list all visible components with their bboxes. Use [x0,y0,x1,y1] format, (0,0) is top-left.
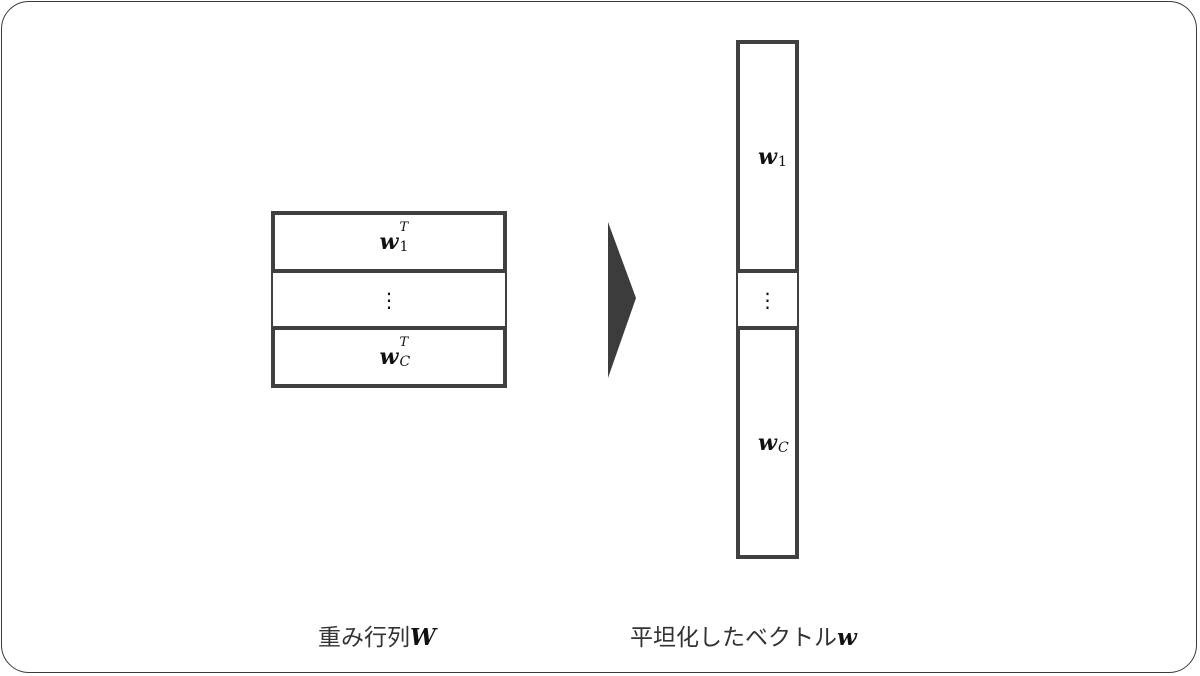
vector-top-symbol: w [758,143,777,170]
matrix-row-first-symbol: w [379,229,399,255]
arrow-right-icon [608,222,636,378]
vector-vdots: ⋮ [757,287,778,312]
matrix-caption-symbol: W [410,624,436,651]
matrix-caption-text: 重み行列 [318,625,410,651]
vector-bottom-sub: C [777,439,789,456]
matrix-caption: 重み行列W [318,618,436,652]
matrix-row-last-sup: T [399,335,409,350]
matrix-row-last-sub: C [399,354,411,370]
matrix-row-ellipsis: ⋮ [271,273,507,326]
matrix-row-first-sub: 1 [399,239,409,255]
vector-bottom-symbol: w [758,429,777,456]
vector-caption-text: 平坦化したベクトル [630,625,837,651]
matrix-row-last-symbol: w [379,344,399,370]
vector-top-sub: 1 [777,153,787,170]
matrix-vdots: ⋮ [379,287,399,312]
vector-caption: 平坦化したベクトルw [630,618,857,652]
vector-block-ellipsis: ⋮ [736,273,799,326]
matrix-row-first-sup: T [399,220,409,235]
vector-caption-symbol: w [837,624,857,651]
